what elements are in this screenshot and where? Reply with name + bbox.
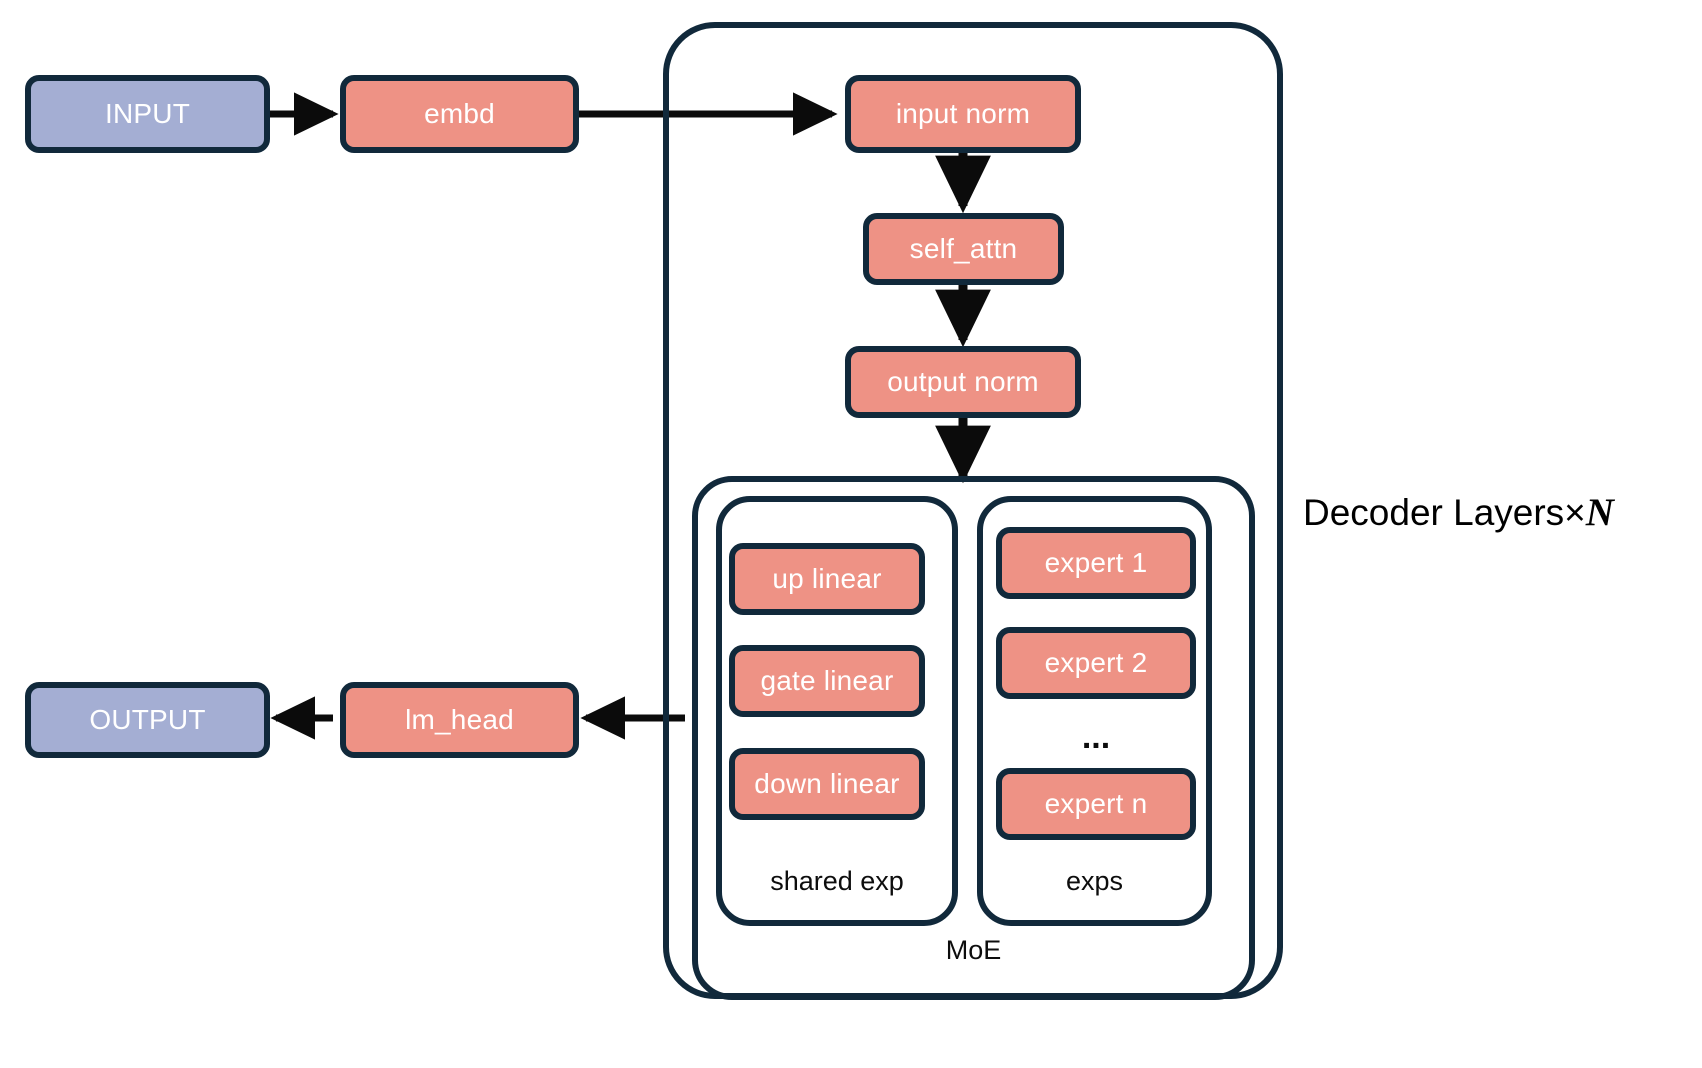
node-expert-n-label: expert n xyxy=(1044,788,1148,819)
experts-ellipsis: ... xyxy=(1081,718,1111,756)
node-expert-1[interactable]: expert 1 xyxy=(996,527,1196,599)
moe-container xyxy=(692,476,1255,1000)
decoder-layers-prefix: Decoder Layers× xyxy=(1303,492,1586,533)
node-expert-n[interactable]: expert n xyxy=(996,768,1196,840)
node-down-linear-label: down linear xyxy=(754,768,900,799)
node-output-label: OUTPUT xyxy=(89,704,206,735)
node-up-linear[interactable]: up linear xyxy=(729,543,925,615)
node-lm-head[interactable]: lm_head xyxy=(340,682,579,758)
shared-expert-container xyxy=(716,496,958,926)
decoder-layers-annotation: Decoder Layers×N xyxy=(1303,493,1614,532)
node-output[interactable]: OUTPUT xyxy=(25,682,270,758)
node-input-label: INPUT xyxy=(105,98,190,129)
node-input-norm[interactable]: input norm xyxy=(845,75,1081,153)
node-expert-1-label: expert 1 xyxy=(1044,547,1148,578)
node-input-norm-label: input norm xyxy=(895,98,1031,129)
node-up-linear-label: up linear xyxy=(772,563,882,594)
routed-experts-container xyxy=(977,496,1212,926)
node-down-linear[interactable]: down linear xyxy=(729,748,925,820)
decoder-layers-count-symbol: N xyxy=(1585,491,1614,534)
node-input[interactable]: INPUT xyxy=(25,75,270,153)
moe-caption: MoE xyxy=(945,935,1002,965)
node-output-norm-label: output norm xyxy=(887,366,1039,397)
node-self-attn-label: self_attn xyxy=(909,233,1018,264)
node-lm-head-label: lm_head xyxy=(405,704,514,735)
node-gate-linear[interactable]: gate linear xyxy=(729,645,925,717)
routed-experts-caption: exps xyxy=(1065,866,1124,896)
node-expert-2-label: expert 2 xyxy=(1044,647,1148,678)
node-self-attn[interactable]: self_attn xyxy=(863,213,1064,285)
node-expert-2[interactable]: expert 2 xyxy=(996,627,1196,699)
shared-expert-caption: shared exp xyxy=(770,866,904,896)
node-embd-label: embd xyxy=(424,98,495,129)
node-gate-linear-label: gate linear xyxy=(760,665,894,696)
node-output-norm[interactable]: output norm xyxy=(845,346,1081,418)
node-embd[interactable]: embd xyxy=(340,75,579,153)
